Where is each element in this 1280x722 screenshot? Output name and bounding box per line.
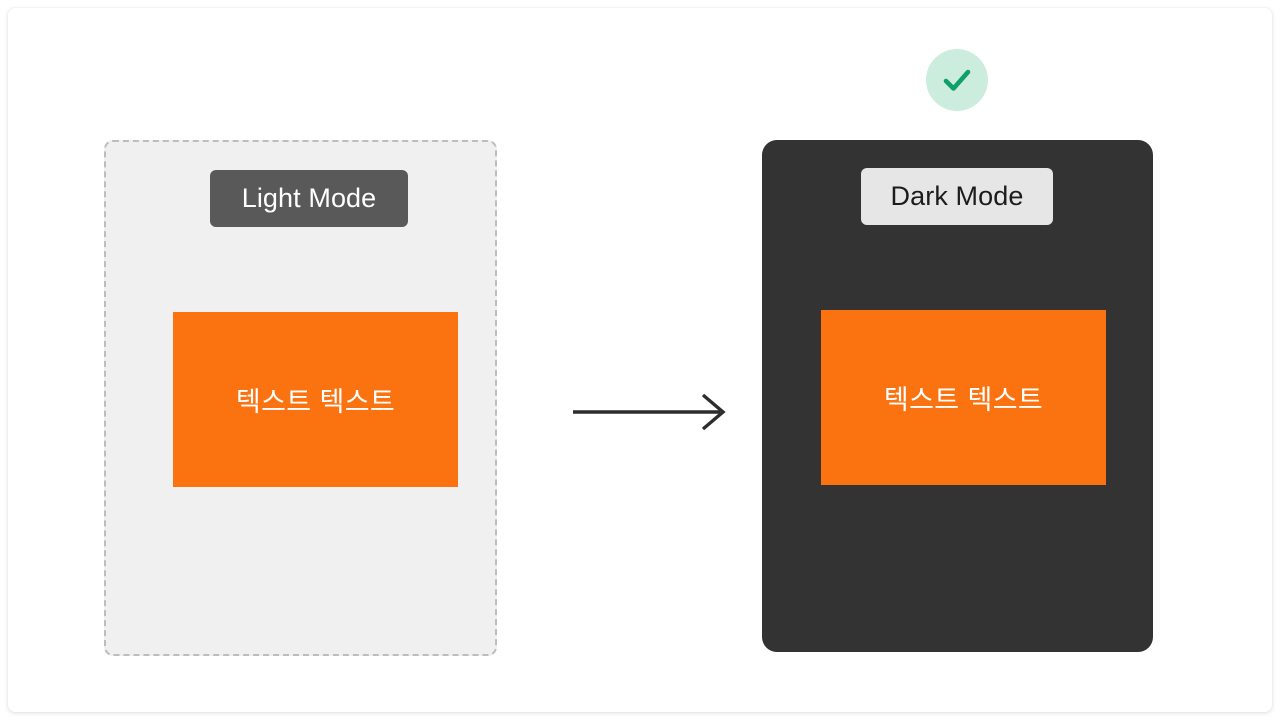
- arrow-right-icon: [565, 384, 729, 440]
- dark-mode-badge[interactable]: Dark Mode: [861, 168, 1053, 225]
- dark-mode-panel[interactable]: Dark Mode 텍스트 텍스트: [762, 140, 1153, 652]
- light-mode-content-box[interactable]: 텍스트 텍스트: [173, 312, 458, 487]
- slide-canvas: Light Mode 텍스트 텍스트 Dark Mode 텍스트 텍스트: [8, 8, 1272, 712]
- light-mode-badge[interactable]: Light Mode: [210, 170, 408, 227]
- light-mode-content-text: 텍스트 텍스트: [235, 387, 396, 417]
- dark-mode-content-box[interactable]: 텍스트 텍스트: [821, 310, 1106, 485]
- dark-mode-content-text: 텍스트 텍스트: [883, 385, 1044, 415]
- check-circle-icon: [926, 49, 988, 111]
- light-mode-panel[interactable]: Light Mode 텍스트 텍스트: [104, 140, 497, 656]
